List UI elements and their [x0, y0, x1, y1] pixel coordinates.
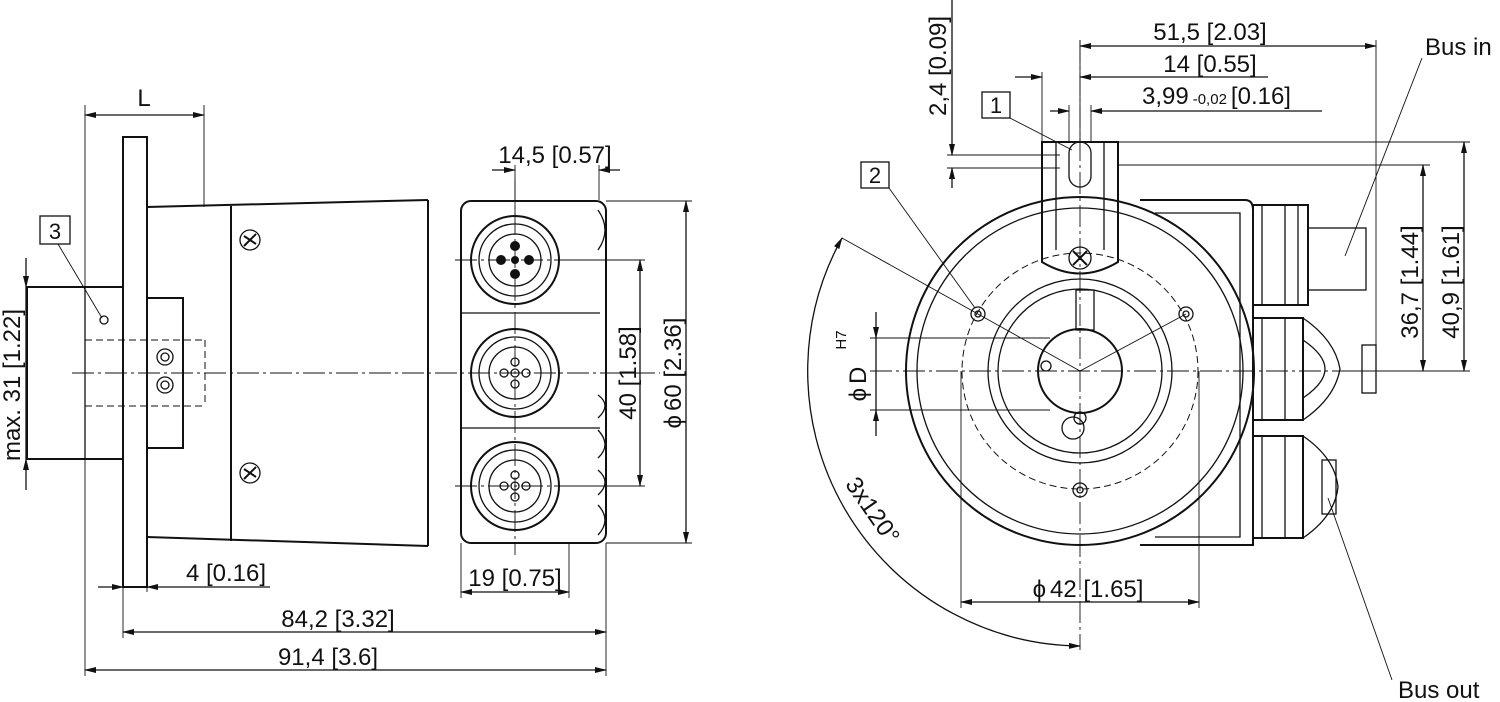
dim-51-5-text: 51,5 [2.03] — [1153, 19, 1266, 46]
side-view: 3 L 14,5 [0.57] max. 31 [1.22] — [0, 85, 692, 676]
bus-cover — [455, 180, 640, 555]
dim-L-text: L — [137, 85, 150, 112]
front-view: 1 2 2,4 [0.09] 51,5 [2.03] — [807, 0, 1492, 702]
callout-1-label: 1 — [990, 93, 1002, 118]
dim-angle-text: 3x120° — [840, 472, 905, 549]
bus-in-label-group: Bus in — [1344, 34, 1492, 257]
encoder-body — [146, 199, 429, 547]
gland-bottom — [1252, 435, 1339, 539]
dim-phi-60: ϕ 60 [2.36] — [606, 200, 692, 544]
dim-2-4-text: 2,4 [0.09] — [925, 16, 952, 116]
dim-3-99-text: 3,99 — [1142, 83, 1189, 110]
diameter-symbol: ϕ — [660, 415, 687, 428]
screw-top — [239, 229, 261, 251]
svg-text:ϕD: ϕD — [845, 367, 872, 402]
dim-4-text: 4 [0.16] — [186, 560, 266, 587]
dim-14-5-text: 14,5 [0.57] — [498, 142, 611, 169]
dim-51-5: 51,5 [2.03] — [1079, 19, 1377, 345]
dim-max-31-text: max. 31 [1.22] — [0, 309, 26, 461]
gland-top — [1252, 204, 1367, 306]
dim-19: 19 [0.75] — [460, 543, 570, 598]
mount-holes — [841, 237, 1194, 498]
callout-3-label: 3 — [49, 219, 61, 244]
callout-2-label: 2 — [869, 163, 881, 188]
dim-3-99-inch: [0.16] — [1231, 83, 1291, 110]
svg-text:ϕ60 [2.36]: ϕ 60 [2.36] — [660, 318, 687, 429]
dim-phi-42-text: 42 [1.65] — [1050, 576, 1143, 603]
dim-phi-60-text: 60 [2.36] — [660, 318, 687, 411]
dim-2-4: 2,4 [0.09] — [925, 0, 1060, 188]
dim-L: L — [84, 85, 205, 287]
svg-text:ϕ42 [1.65]: ϕ42 [1.65] — [1033, 576, 1144, 603]
dim-40-9-text: 40,9 [1.61] — [1438, 225, 1465, 338]
dim-91-4: 91,4 [3.6] — [84, 459, 607, 676]
dim-19-text: 19 [0.75] — [468, 565, 561, 592]
callout-1: 1 — [981, 91, 1073, 151]
bus-housing — [1140, 199, 1254, 546]
svg-text:3,99-0,02[0.16]: 3,99-0,02[0.16] — [1142, 83, 1291, 110]
connector-middle — [470, 328, 560, 418]
connector-bottom — [470, 441, 560, 531]
dim-3-99: 3,99-0,02[0.16] — [1050, 83, 1322, 142]
dim-14-5: 14,5 [0.57] — [492, 142, 620, 216]
bus-out-label-group: Bus out — [1327, 497, 1480, 702]
screw-bottom — [239, 462, 261, 484]
dim-phi-D: ϕD H7 — [833, 312, 1050, 436]
diameter-symbol-42: ϕ — [1033, 576, 1046, 603]
dim-max-31: max. 31 [1.22] — [0, 258, 30, 490]
diameter-symbol-D: ϕ — [845, 388, 872, 401]
dim-36-7-text: 36,7 [1.44] — [1397, 225, 1424, 338]
dim-14-text: 14 [0.55] — [1163, 51, 1256, 78]
dim-14: 14 [0.55] — [1015, 51, 1268, 142]
dim-40: 40 [1.58] — [560, 259, 645, 487]
dim-3-99-tol: -0,02 — [1193, 91, 1227, 108]
callout-3: 3 — [39, 215, 103, 319]
dim-4: 4 [0.16] — [98, 537, 270, 592]
dim-36-7: 36,7 [1.44] — [1118, 164, 1430, 372]
bus-in-label: Bus in — [1425, 34, 1492, 61]
dim-40-9: 40,9 [1.61] — [1118, 141, 1470, 372]
flange — [122, 136, 184, 588]
dim-84-2: 84,2 [3.32] — [122, 543, 607, 676]
callout-2: 2 — [860, 161, 976, 309]
dim-phi-D-letter: D — [845, 367, 872, 384]
dim-phi-D-tol: H7 — [833, 330, 850, 349]
gland-middle — [1252, 317, 1377, 421]
dim-84-2-text: 84,2 [3.32] — [281, 606, 394, 633]
dim-40-text: 40 [1.58] — [615, 326, 642, 419]
dim-91-4-text: 91,4 [3.6] — [278, 644, 378, 671]
bus-out-label: Bus out — [1398, 677, 1480, 702]
